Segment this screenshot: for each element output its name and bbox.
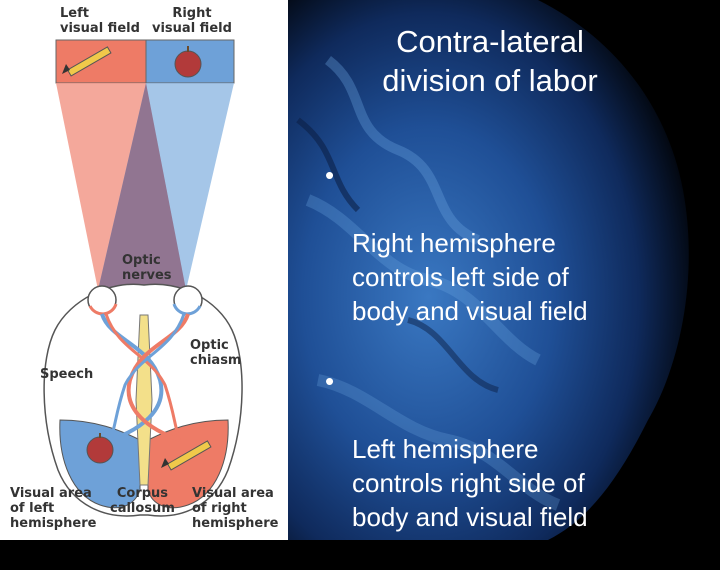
- label-visual-area-left: Visual area of left hemisphere: [10, 486, 97, 531]
- bullet-text: Left hemisphere controls right side of b…: [352, 434, 588, 532]
- bullet-item: • Right hemisphere controls left side of…: [318, 158, 710, 328]
- bullet-list: • Right hemisphere controls left side of…: [318, 158, 710, 570]
- label-speech: Speech: [40, 367, 94, 382]
- bullet-symbol: •: [325, 366, 335, 396]
- label-optic-nerves: Optic nerves: [122, 253, 172, 283]
- overlap-region: [98, 83, 186, 290]
- label-corpus-callosum: Corpus callosum: [110, 486, 175, 516]
- label-left-visual-field: Left visual field: [60, 6, 140, 36]
- visual-pathway-diagram: Left visual field Right visual field Opt…: [0, 0, 288, 540]
- label-visual-area-right: Visual area of right hemisphere: [192, 486, 279, 531]
- label-right-visual-field: Right visual field: [152, 6, 232, 36]
- apple-icon: [174, 46, 202, 78]
- pencil-in-right-hemisphere-icon: [161, 440, 212, 471]
- bullet-item: • Left hemisphere controls right side of…: [318, 364, 710, 534]
- left-visual-area: [59, 419, 141, 509]
- slide: Left visual field Right visual field Opt…: [0, 0, 720, 540]
- bullet-text: Right hemisphere controls left side of b…: [352, 228, 588, 326]
- corpus-callosum-shape: [135, 314, 153, 486]
- label-optic-chiasm: Optic chiasm: [190, 338, 242, 368]
- right-pathway-blue: [108, 313, 186, 441]
- diagram-graphic: [43, 39, 243, 517]
- left-pathway-red: [104, 313, 182, 441]
- brain-background-image: [288, 0, 720, 540]
- apple-in-left-hemisphere-icon: [86, 433, 114, 464]
- left-field-panel: [55, 39, 147, 84]
- slide-title: Contra-lateral division of labor: [382, 24, 598, 98]
- bullet-symbol: •: [325, 160, 335, 190]
- pencil-icon: [62, 46, 112, 77]
